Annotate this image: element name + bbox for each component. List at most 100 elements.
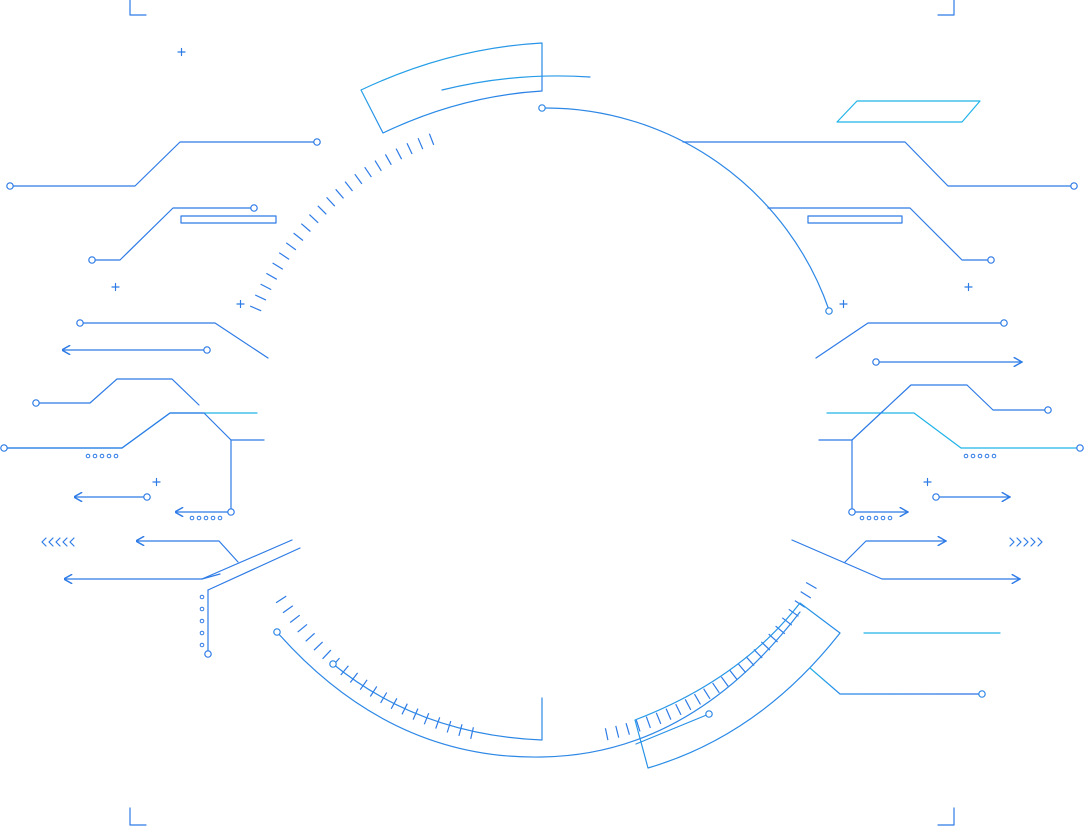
indicator-dot (970, 453, 976, 459)
tick-mark (369, 686, 378, 697)
tick-mark (349, 672, 359, 683)
indicator-dot (85, 453, 91, 459)
tick-mark (249, 305, 262, 312)
tick-mark (665, 708, 672, 720)
tick-mark (313, 641, 324, 651)
tick-mark (423, 712, 430, 725)
plus-marker-icon (964, 282, 973, 292)
indicator-dot (106, 453, 112, 459)
top-arc-band (360, 42, 591, 134)
indicator-dot (984, 453, 990, 459)
plus-marker-icon (839, 299, 848, 309)
tick-mark (406, 142, 413, 155)
indicator-dot (866, 515, 872, 521)
tick-mark (604, 728, 609, 741)
tick-mark (470, 727, 474, 740)
tick-mark (729, 669, 738, 681)
tick-mark (703, 688, 711, 700)
tick-mark (275, 595, 287, 604)
tick-mark (293, 232, 304, 241)
tick-mark (384, 154, 392, 166)
tick-mark (254, 294, 267, 301)
tick-mark (625, 723, 630, 735)
tick-mark (266, 272, 278, 280)
tick-mark (335, 188, 344, 199)
bottom-arcs (273, 611, 801, 758)
left-circuits (0, 138, 321, 658)
tick-mark (285, 242, 297, 251)
tick-mark (359, 679, 368, 691)
indicator-dot (113, 453, 119, 459)
tick-mark (305, 632, 316, 642)
indicator-dot (189, 515, 195, 521)
tick-mark (800, 591, 812, 599)
indicator-dot (92, 453, 98, 459)
main-right-arc (538, 104, 833, 315)
tick-mark (340, 665, 349, 676)
tick-mark (720, 676, 729, 687)
plus-marker-icon (236, 299, 245, 309)
indicator-dot (887, 515, 893, 521)
dot-rows (85, 453, 997, 648)
tick-mark (412, 708, 419, 720)
tick-mark (326, 196, 336, 207)
chevrons-left-icon (41, 537, 75, 547)
tick-mark (435, 717, 441, 729)
tick-mark (278, 252, 290, 260)
corner-top-right (937, 0, 955, 16)
plus-marker-icon (111, 282, 120, 292)
tick-mark (428, 133, 435, 146)
indicator-dot (199, 642, 205, 648)
indicator-dot (991, 453, 997, 459)
indicator-dot (196, 515, 202, 521)
chevrons-right-icon (1009, 537, 1043, 547)
indicator-dot (203, 515, 209, 521)
indicator-dot (977, 453, 983, 459)
tick-mark (675, 703, 682, 716)
tick-arcs (249, 133, 817, 741)
indicator-dot (873, 515, 879, 521)
tick-mark (712, 682, 720, 694)
tick-mark (615, 725, 620, 738)
plus-marker-icon (152, 477, 161, 487)
tick-mark (322, 649, 332, 660)
tick-mark (300, 223, 311, 232)
tick-mark (317, 205, 327, 215)
tick-mark (693, 693, 702, 705)
tick-mark (655, 712, 662, 725)
indicator-dot (99, 453, 105, 459)
plus-markers (111, 47, 973, 487)
tick-mark (417, 137, 424, 150)
indicator-dot (199, 594, 205, 600)
indicator-dot (199, 630, 205, 636)
tick-mark (354, 173, 363, 185)
tick-mark (745, 656, 755, 667)
bottom-right-band (634, 602, 1001, 769)
tick-mark (344, 181, 353, 192)
indicator-dot (199, 606, 205, 612)
tick-mark (737, 663, 747, 674)
tick-mark (289, 614, 301, 623)
tick-mark (458, 724, 463, 737)
tick-mark (446, 720, 452, 733)
indicator-dot (963, 453, 969, 459)
indicator-dot (217, 515, 223, 521)
indicator-dot (880, 515, 886, 521)
tick-mark (272, 262, 284, 270)
tick-mark (395, 148, 403, 160)
tick-mark (260, 283, 272, 291)
plus-marker-icon (923, 477, 932, 487)
indicator-dot (210, 515, 216, 521)
indicator-dot (199, 618, 205, 624)
tick-mark (635, 719, 641, 732)
plus-marker-icon (177, 47, 186, 57)
tick-mark (282, 605, 294, 614)
indicator-dot (859, 515, 865, 521)
tick-mark (805, 581, 817, 590)
tick-mark (645, 716, 651, 729)
tick-mark (374, 160, 382, 172)
corner-bottom-right (937, 807, 955, 826)
tick-mark (364, 166, 372, 178)
